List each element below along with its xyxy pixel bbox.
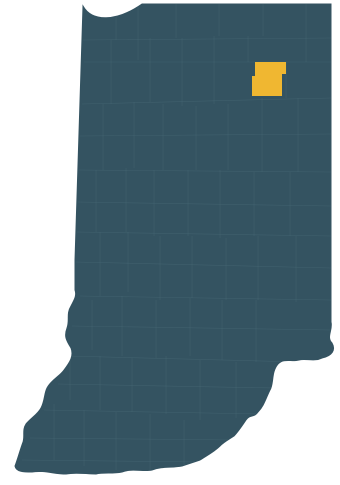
county-border-60 — [65, 355, 301, 363]
county-border-55 — [77, 201, 332, 207]
county-border-61 — [57, 383, 275, 389]
county-border-64 — [21, 459, 201, 463]
county-border-50 — [82, 37, 332, 41]
county-border-52 — [81, 97, 332, 105]
county-border-63 — [29, 437, 237, 441]
highlighted-county[interactable] — [252, 62, 286, 96]
county-border-56 — [76, 231, 332, 237]
county-border-59 — [71, 325, 332, 331]
county-border-62 — [43, 409, 263, 415]
county-border-54 — [78, 169, 332, 173]
county-borders — [21, 4, 332, 470]
county-border-57 — [75, 261, 332, 269]
county-border-53 — [79, 133, 332, 137]
county-border-58 — [79, 295, 332, 301]
